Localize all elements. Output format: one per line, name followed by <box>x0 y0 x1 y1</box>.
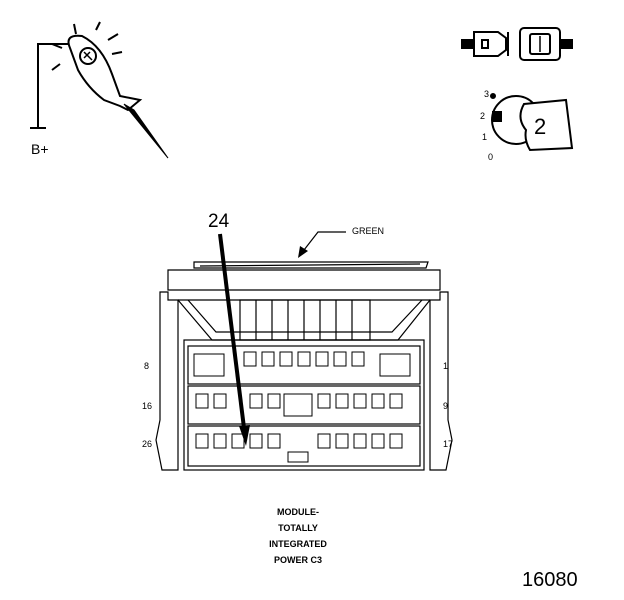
caption-line-4: POWER C3 <box>273 555 322 565</box>
switch-position-1: 1 <box>482 132 488 142</box>
pin-label-26: 26 <box>142 439 153 449</box>
caption-line-3: INTEGRATED <box>269 539 327 549</box>
pin-label-9: 9 <box>443 401 449 411</box>
connector-body <box>155 261 453 471</box>
caption-line-2: TOTALLY <box>278 523 318 533</box>
supply-label: B+ <box>31 141 49 157</box>
switch-position-3: 3 <box>484 89 490 99</box>
green-wire-leader <box>298 231 346 258</box>
pin-label-17: 17 <box>443 439 454 449</box>
pin-label-16: 16 <box>142 401 153 411</box>
connector-caption: MODULE- TOTALLY INTEGRATED POWER C3 <box>248 504 348 568</box>
wire-color-label: GREEN <box>352 226 385 236</box>
switch-selected-label: 2 <box>534 114 547 139</box>
figure-number: 16080 <box>522 569 578 591</box>
switch-position-0: 0 <box>488 152 494 162</box>
callout-number: 24 <box>208 211 230 232</box>
switch-position-2: 2 <box>480 111 486 121</box>
pin-label-8: 8 <box>144 361 150 371</box>
pin-label-1: 1 <box>443 361 449 371</box>
callout-arrow-24 <box>218 233 250 446</box>
ignition-switch-icon <box>490 93 574 152</box>
caption-line-1: MODULE- <box>277 507 319 517</box>
fuse-icon <box>461 27 573 61</box>
test-light-icon <box>30 21 169 159</box>
